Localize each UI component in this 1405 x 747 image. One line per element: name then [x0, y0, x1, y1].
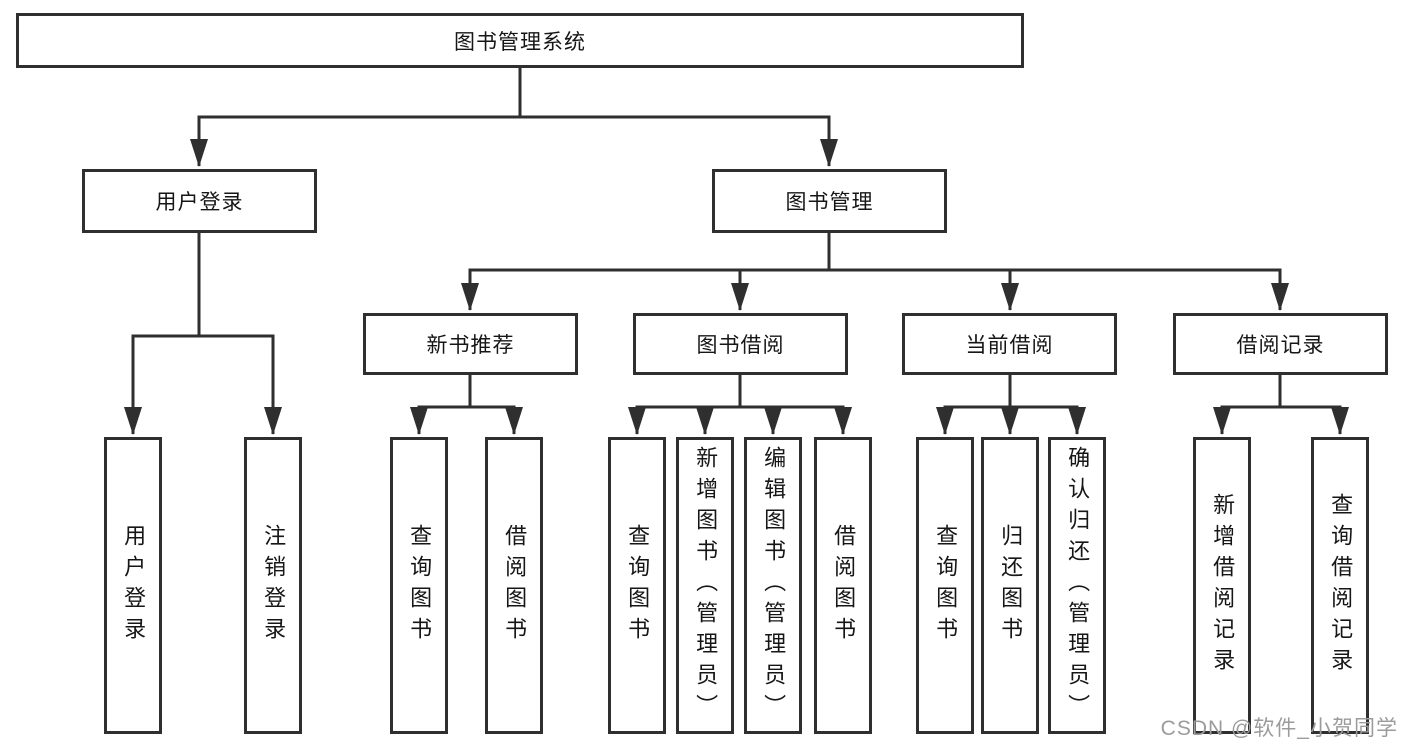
node-user-login: 用户登录: [82, 169, 317, 233]
node-book-management: 图书管理: [712, 169, 947, 233]
leaf-borrow-books-recommend: 借阅图书: [485, 437, 543, 734]
leaf-logout: 注销登录: [244, 437, 302, 734]
connector-group: [124, 68, 1349, 435]
csdn-watermark: CSDN @软件_小贺同学: [1160, 717, 1398, 740]
leaf-query-books-borrow: 查询图书: [608, 437, 666, 734]
leaf-add-books-admin: 新增图书（管理员）: [676, 437, 734, 734]
leaf-borrow-books: 借阅图书: [814, 437, 872, 734]
leaf-query-borrow-record: 查询借阅记录: [1311, 437, 1369, 734]
node-root-system: 图书管理系统: [16, 13, 1024, 68]
leaf-query-books-recommend: 查询图书: [390, 437, 448, 734]
leaf-user-login: 用户登录: [104, 437, 162, 734]
node-borrow-records: 借阅记录: [1173, 313, 1388, 375]
leaf-confirm-return-admin: 确认归还（管理员）: [1048, 437, 1106, 734]
leaf-edit-books-admin: 编辑图书（管理员）: [744, 437, 802, 734]
node-book-borrow: 图书借阅: [633, 313, 848, 375]
leaf-return-books: 归还图书: [981, 437, 1039, 734]
node-current-borrow: 当前借阅: [902, 313, 1117, 375]
node-new-book-recommend: 新书推荐: [363, 313, 578, 375]
leaf-query-books-current: 查询图书: [916, 437, 974, 734]
leaf-add-borrow-record: 新增借阅记录: [1193, 437, 1251, 734]
